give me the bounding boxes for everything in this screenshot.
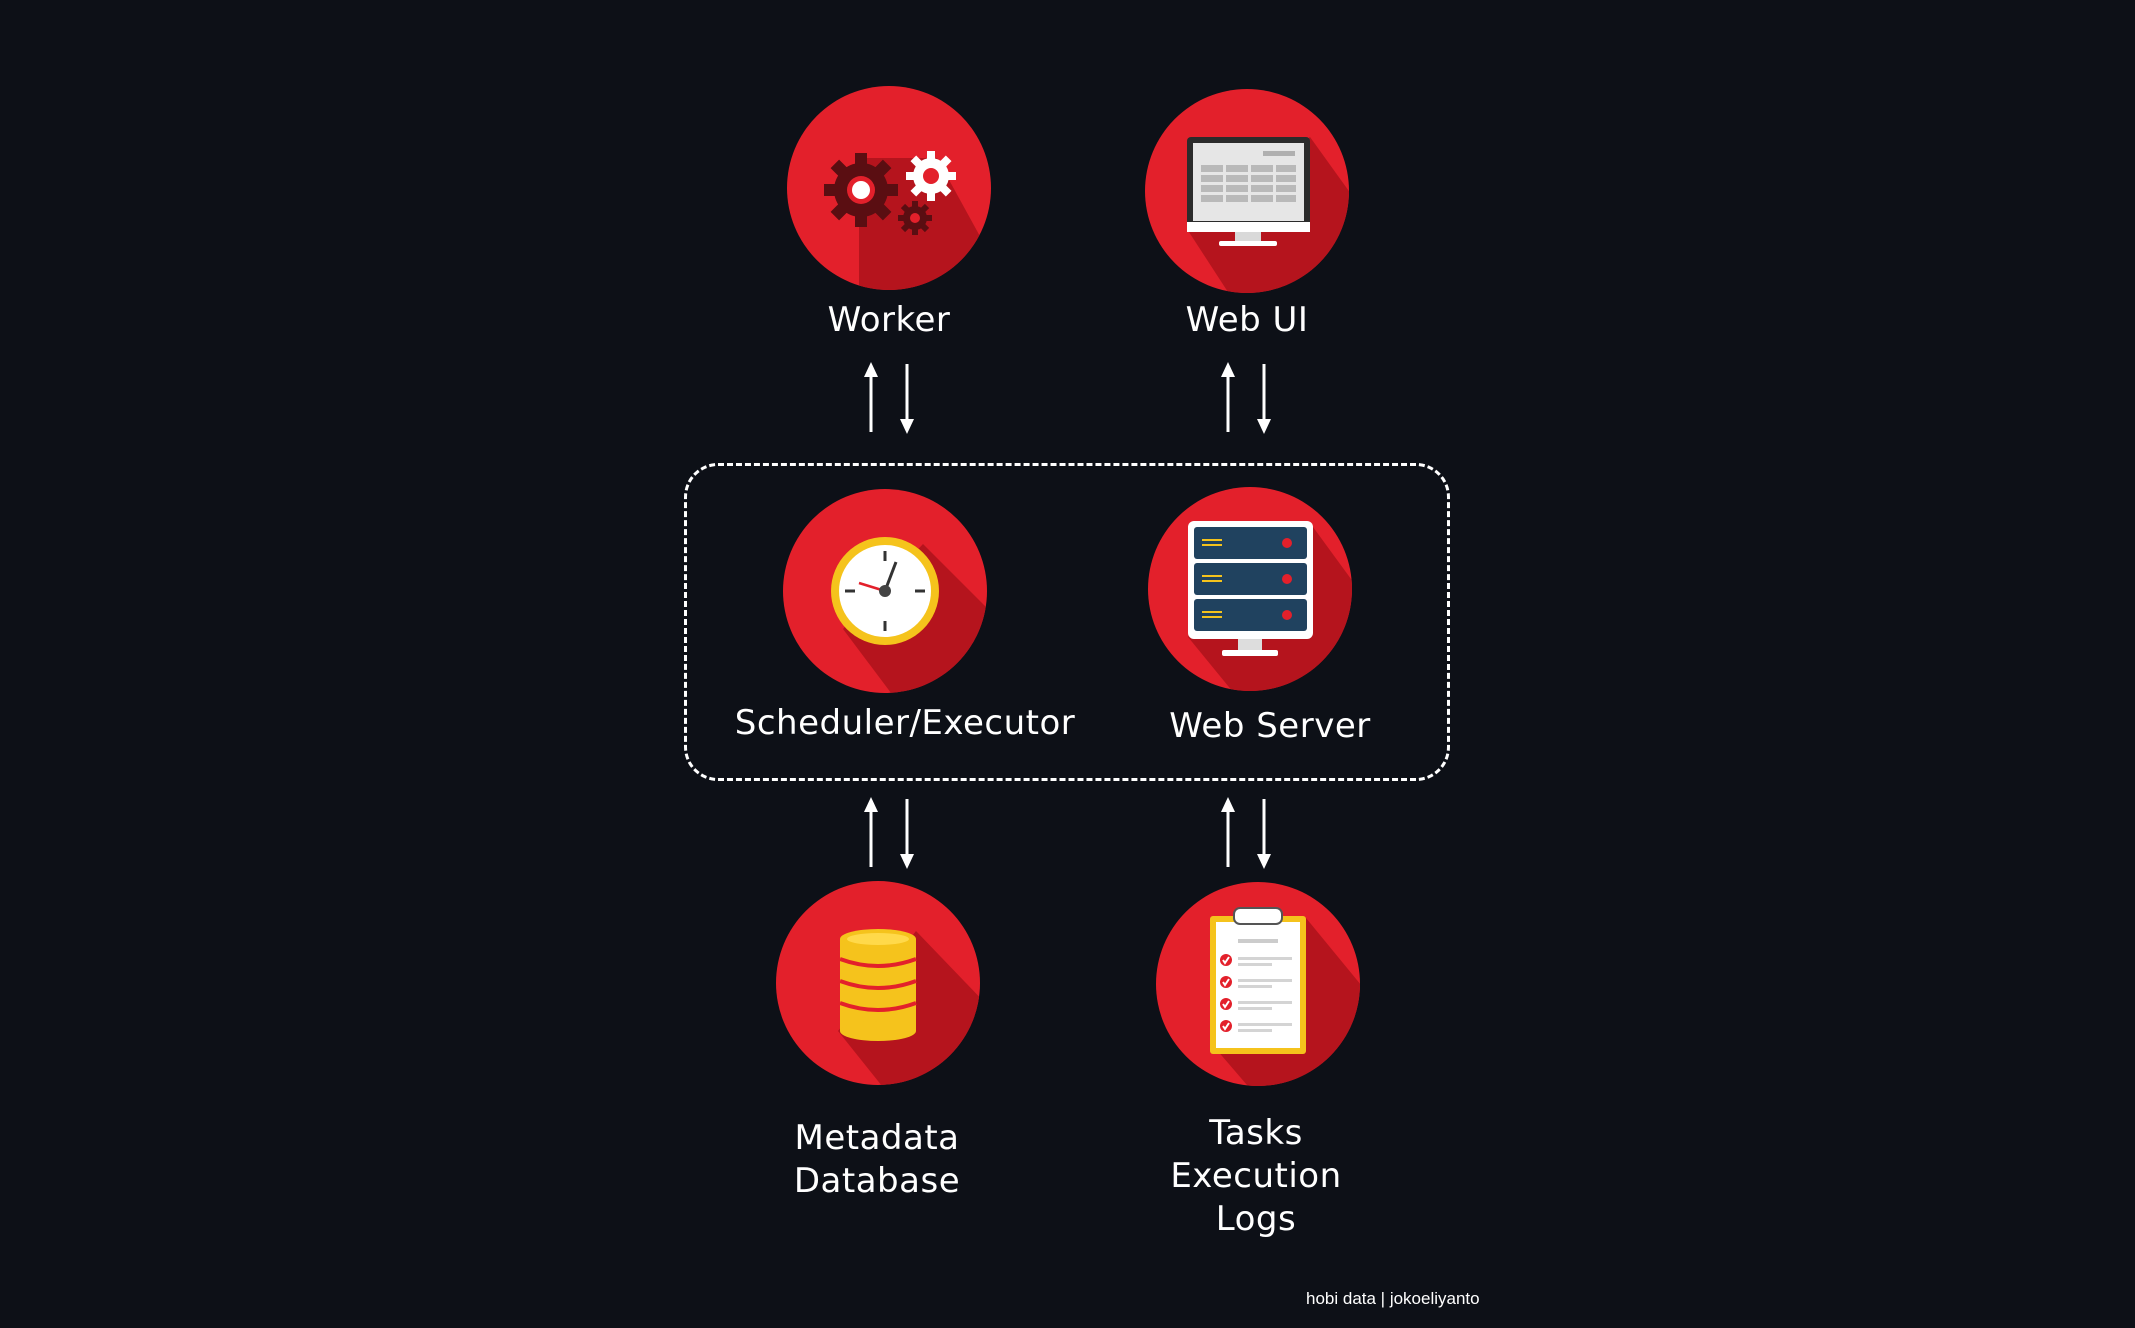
database-icon (838, 929, 980, 1085)
metadata-database-node (776, 881, 980, 1085)
metadata-database-label-line-1: Metadata (794, 1118, 960, 1158)
web-ui-node (1145, 89, 1349, 293)
tasks-execution-logs-label-line-2: Execution (1170, 1156, 1342, 1196)
clipboard-checklist-icon (1210, 907, 1360, 1086)
credit-text: hobi data | jokoeliyanto (1306, 1289, 1480, 1308)
core-components-boundary (684, 463, 1450, 781)
gears-icon (824, 151, 991, 290)
tasks-execution-logs-node (1156, 882, 1360, 1086)
scheduler-executor-node (783, 489, 987, 693)
worker-label: Worker (679, 299, 1099, 342)
scheduler-executor-label-line: Scheduler/Executor (734, 703, 1076, 743)
clock-icon (831, 537, 987, 693)
tasks-execution-logs-label: Tasks Execution Logs (1046, 1112, 1466, 1241)
tasks-execution-logs-label-line-3: Logs (1215, 1199, 1297, 1239)
web-ui-label: Web UI (1037, 299, 1457, 342)
webserver-logs-arrows (1221, 797, 1271, 869)
metadata-database-label: Metadata Database (667, 1117, 1087, 1203)
worker-node (787, 86, 991, 290)
tasks-execution-logs-label-line-1: Tasks (1209, 1113, 1303, 1153)
web-server-label-line: Web Server (1169, 706, 1371, 746)
web-server-node (1148, 487, 1352, 691)
server-icon (1188, 521, 1352, 691)
web-server-label: Web Server (1060, 705, 1480, 748)
webui-webserver-arrows (1221, 362, 1271, 434)
worker-scheduler-arrows (864, 362, 914, 434)
web-ui-label-line: Web UI (1185, 300, 1309, 340)
metadata-database-label-line-2: Database (793, 1161, 961, 1201)
monitor-icon (1187, 137, 1349, 293)
scheduler-metadata-arrows (864, 797, 914, 869)
scheduler-executor-label: Scheduler/Executor (695, 702, 1115, 745)
worker-label-line: Worker (827, 300, 951, 340)
